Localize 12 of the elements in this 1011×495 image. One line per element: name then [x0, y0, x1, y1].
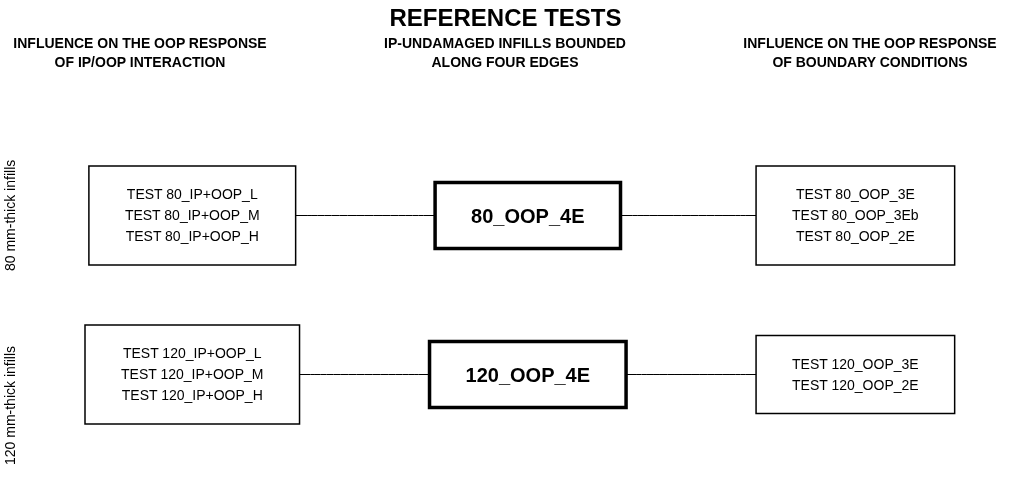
- node-box: TEST 120_OOP_3E TEST 120_OOP_2E: [755, 334, 956, 415]
- node-box: TEST 120_IP+OOP_L TEST 120_IP+OOP_M TEST 120_IP+OOP_H: [84, 324, 301, 425]
- column-heading: IP-UNDAMAGED INFILLS BOUNDED ALONG FOUR EDGES: [383, 34, 627, 72]
- column-heading: INFLUENCE ON THE OOP RESPONSE OF BOUNDARY CONDITIONS: [742, 34, 998, 72]
- diagram-title: REFERENCE TESTS: [388, 4, 623, 32]
- node-box: TEST 80_OOP_3E TEST 80_OOP_3Eb TEST 80_OOP_2E: [755, 165, 956, 266]
- row-label: 120 mm-thick infills: [2, 344, 19, 467]
- node-box: TEST 80_IP+OOP_L TEST 80_IP+OOP_M TEST 80_IP+OOP_H: [88, 165, 297, 266]
- column-heading: INFLUENCE ON THE OOP RESPONSE OF IP/OOP INTERACTION: [12, 34, 268, 72]
- node-box: 120_OOP_4E: [427, 339, 628, 410]
- row-label: 80 mm-thick infills: [2, 158, 19, 273]
- node-box: 80_OOP_4E: [433, 180, 623, 251]
